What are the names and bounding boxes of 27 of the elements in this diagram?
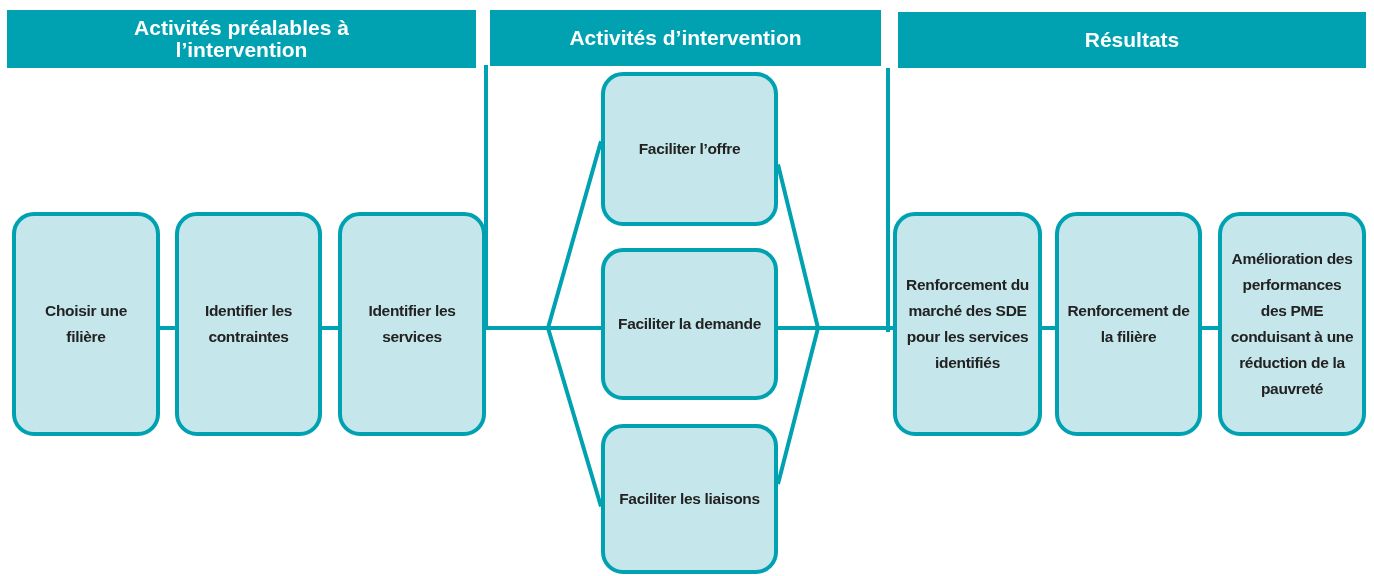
- process-box: [338, 212, 486, 436]
- connector-line: [1042, 326, 1055, 330]
- box-text: Renforcement de la filière: [1067, 301, 1190, 347]
- section-header: Activités d’intervention: [490, 10, 881, 66]
- process-box: [1055, 212, 1202, 436]
- connector-line: [322, 326, 338, 330]
- process-box: [175, 212, 322, 436]
- connector-line: [1202, 326, 1218, 330]
- box-text: Amélioration des performances des PME conduisant à une réduction de la pauvreté: [1230, 249, 1354, 399]
- box-text: Choisir une filière: [44, 301, 128, 347]
- connector-line: [776, 326, 893, 485]
- process-box: [601, 424, 778, 574]
- section-header: Activités préalables à l’intervention: [7, 10, 476, 68]
- process-box: [601, 248, 778, 400]
- box-text: Identifier les contraintes: [203, 301, 294, 347]
- connector-line: [160, 326, 175, 330]
- section-header: Résultats: [898, 12, 1366, 68]
- process-box: [893, 212, 1042, 436]
- process-box: [12, 212, 160, 436]
- box-text: Faciliter la demande: [618, 314, 761, 334]
- box-text: Renforcement du marché des SDE pour les services identifiés: [905, 275, 1030, 373]
- box-text: Faciliter l’offre: [638, 139, 741, 159]
- process-box: [601, 72, 778, 226]
- process-box: [1218, 212, 1366, 436]
- box-text: Faciliter les liaisons: [619, 489, 760, 509]
- connector-line: [486, 326, 603, 508]
- box-text: Identifier les services: [367, 301, 457, 347]
